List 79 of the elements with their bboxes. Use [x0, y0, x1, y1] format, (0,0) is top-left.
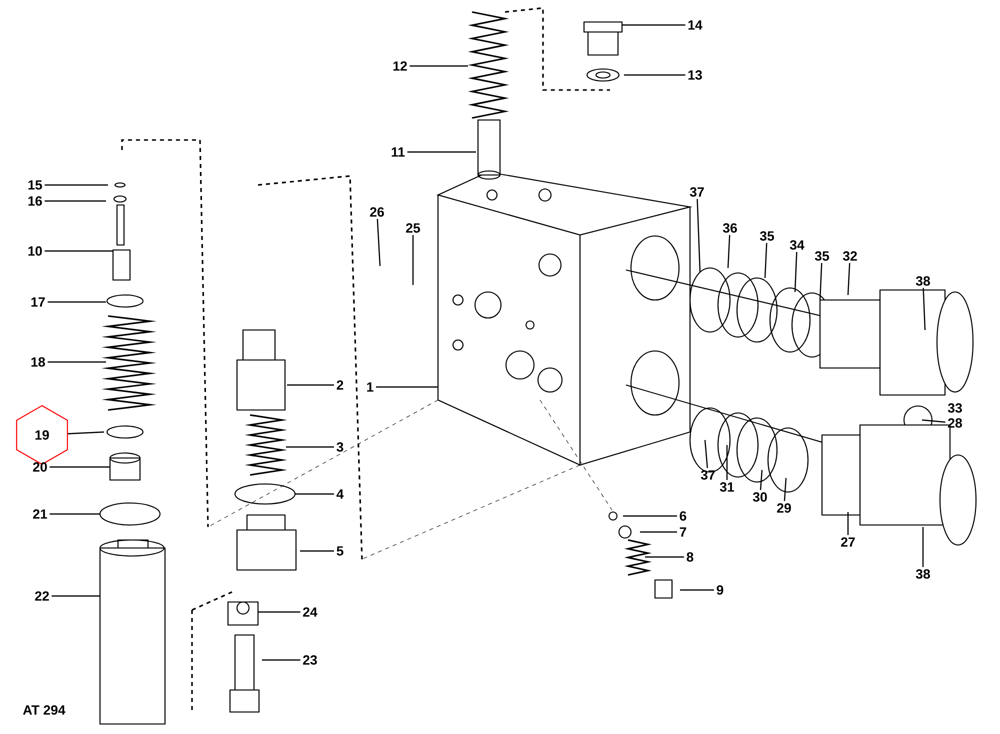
leader-line [295, 493, 334, 495]
leader-line [794, 252, 798, 292]
leader-line [376, 386, 438, 388]
leader-line [407, 151, 476, 153]
callout-number: 20 [33, 462, 47, 472]
callout-number: 2 [336, 380, 344, 390]
leader-line [645, 556, 684, 558]
leader-line [44, 250, 113, 252]
callout-number: 18 [31, 357, 45, 367]
leader-line [760, 470, 763, 490]
callout-number: 38 [916, 276, 930, 286]
leader-line [622, 24, 686, 26]
leader-line [287, 384, 334, 386]
callout-number: 26 [370, 207, 384, 217]
leader-line [847, 262, 850, 296]
callout-number: 23 [303, 655, 317, 665]
leader-line [847, 512, 849, 536]
leader-line [922, 527, 924, 567]
leader-line [48, 301, 106, 303]
callout-number: 1 [367, 382, 374, 392]
callout-number: 14 [688, 20, 702, 30]
callout-number: 37 [690, 187, 704, 197]
callout-number: 9 [716, 585, 724, 595]
callout-number: 24 [303, 607, 318, 617]
callout-number: 38 [916, 569, 930, 579]
leader-line [50, 466, 110, 468]
leader-line [727, 234, 730, 268]
leader-line [52, 595, 100, 597]
callout-number: 10 [28, 246, 42, 256]
leader-line [764, 242, 768, 278]
callout-number: 25 [406, 223, 420, 233]
callout-number: 22 [35, 591, 49, 601]
leader-line [922, 419, 946, 423]
callout-number: 31 [720, 482, 734, 492]
leader-line [44, 184, 108, 186]
leader-line [410, 65, 468, 67]
leader-line [726, 445, 728, 480]
callout-number: 27 [841, 537, 855, 547]
leader-line [48, 361, 106, 363]
leader-line [680, 589, 714, 591]
callout-number: 6 [680, 511, 686, 521]
leader-line [819, 262, 822, 300]
callout-number: 35 [760, 231, 774, 241]
callout-number: 3 [336, 442, 344, 452]
drawing-number: AT 294 [23, 705, 66, 715]
leader-line [44, 200, 106, 202]
leader-line [262, 659, 300, 661]
callout-number: 30 [752, 492, 767, 502]
callout-number: 13 [688, 70, 702, 80]
callout-number: 29 [777, 503, 791, 513]
callout-number: 7 [680, 527, 686, 537]
callout-number: 36 [722, 223, 737, 233]
leader-line [922, 288, 926, 330]
callout-number: 32 [842, 251, 857, 261]
leader-line [50, 513, 100, 515]
leader-line [640, 531, 678, 533]
callout-number: 12 [393, 61, 407, 71]
callout-number: 8 [686, 552, 694, 562]
callout-number: 5 [336, 546, 344, 556]
leader-line [376, 218, 381, 266]
leader-line [412, 234, 414, 285]
callout-number: 33 [948, 403, 962, 413]
callout-number: 34 [790, 240, 804, 250]
leader-line [68, 431, 104, 434]
callout-number: 16 [28, 196, 42, 206]
leader-line [624, 74, 686, 76]
leader-line [784, 478, 787, 502]
leader-line [704, 440, 708, 468]
callout-number: 11 [392, 147, 405, 157]
callout-number: 17 [31, 297, 45, 307]
callout-number: 4 [336, 489, 344, 499]
callout-number: 21 [33, 509, 48, 519]
leader-line [286, 446, 334, 448]
leader-line [300, 550, 334, 552]
callout-number: 35 [814, 251, 830, 261]
leader-line [258, 611, 300, 613]
leader-line [696, 198, 701, 272]
callout-number: 15 [28, 180, 42, 190]
leader-line [623, 515, 678, 517]
